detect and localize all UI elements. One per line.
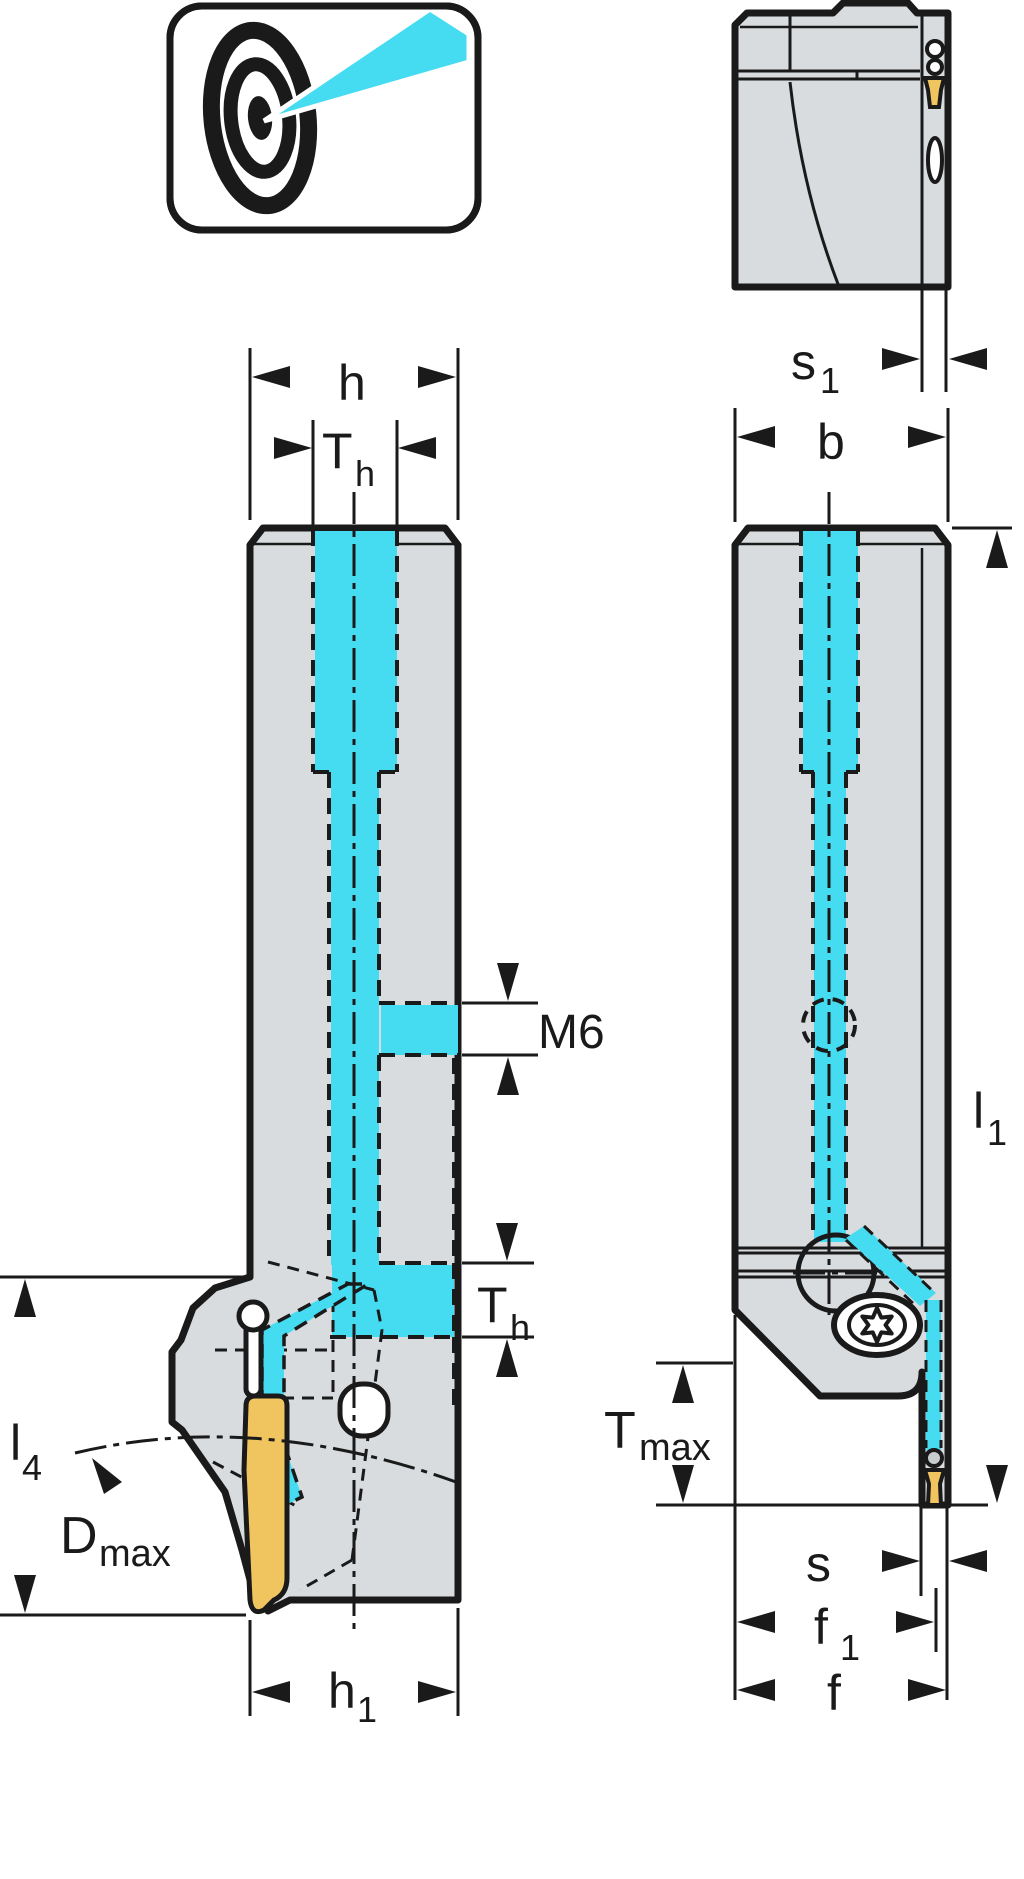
insert-top-view [922, 76, 947, 109]
dim-m6: M6 [462, 963, 605, 1095]
front-view [168, 492, 462, 1630]
icon-frame-border [166, 2, 482, 234]
coolant-channel-wide [315, 531, 397, 772]
insert-front-view [241, 1393, 290, 1615]
screw-hole-icon [926, 58, 944, 76]
coolant-channel-narrow [814, 772, 846, 1242]
dim-label-th-top-sub: h [355, 453, 375, 494]
dim-label-l1: l [973, 1083, 984, 1139]
top-view [731, 0, 952, 392]
profile-curve [788, 81, 840, 285]
coolant-beam-icon [262, 6, 472, 124]
dmax-arc [74, 1435, 457, 1484]
dim-tmax: T max [604, 1361, 988, 1507]
dim-label-h1-sub: 1 [357, 1689, 377, 1730]
blade-pin [924, 1448, 944, 1468]
dim-label-h1: h [328, 1663, 356, 1719]
coolant-port-m6 [381, 1005, 458, 1055]
blade-slot [926, 136, 944, 184]
clamp-pin-head [236, 1299, 270, 1333]
screw-hole-icon [925, 39, 945, 59]
dim-l1: l 1 [952, 526, 1012, 1503]
dim-label-l4: l [10, 1415, 21, 1471]
dim-dmax: D max [60, 1458, 171, 1575]
dim-b: b [733, 408, 950, 522]
dim-label-dmax-sub: max [99, 1533, 171, 1575]
coolant-channel-blade [926, 1300, 941, 1450]
dim-h1: h 1 [248, 1608, 460, 1730]
dim-s1: s 1 [791, 334, 987, 401]
dim-label-f: f [827, 1665, 841, 1721]
torx-star-icon [860, 1306, 894, 1344]
dim-label-th-bottom-sub: h [510, 1307, 530, 1348]
dim-label-dmax: D [60, 1507, 98, 1565]
dim-label-b: b [817, 414, 845, 470]
dim-l4: l 4 [0, 1275, 246, 1617]
dim-label-f1: f [814, 1599, 828, 1655]
dim-label-h: h [338, 355, 366, 411]
precision-coolant-icon [166, 2, 482, 234]
dim-label-s1-sub: 1 [820, 360, 840, 401]
insert-side-view [922, 1468, 947, 1507]
coolant-channel-diagonal [846, 1226, 936, 1306]
dim-th-bottom: T h [462, 1223, 534, 1377]
dim-th-top: T h [274, 420, 436, 526]
dim-label-s1: s [791, 334, 816, 390]
dim-label-tmax-sub: max [639, 1427, 711, 1469]
dim-label-th-bottom: T [477, 1277, 508, 1333]
side-view [731, 492, 952, 1509]
coolant-channel-exit [332, 1265, 454, 1337]
top-view-body [731, 0, 952, 291]
dim-label-m6: M6 [538, 1006, 605, 1059]
dim-label-tmax: T [604, 1402, 636, 1460]
dim-f1: f 1 [733, 1315, 938, 1700]
dim-s: s [806, 1507, 987, 1700]
dim-h: h [248, 348, 460, 520]
dim-label-f1-sub: 1 [840, 1627, 860, 1668]
m6-hole-hidden [801, 997, 857, 1053]
dim-label-s: s [806, 1536, 831, 1592]
dim-label-l1-sub: 1 [987, 1112, 1007, 1153]
clamp-slot [337, 1381, 391, 1439]
dim-f: f [737, 1665, 946, 1721]
dim-label-l4-sub: 4 [22, 1447, 42, 1488]
dim-label-th-top: T [322, 423, 353, 479]
